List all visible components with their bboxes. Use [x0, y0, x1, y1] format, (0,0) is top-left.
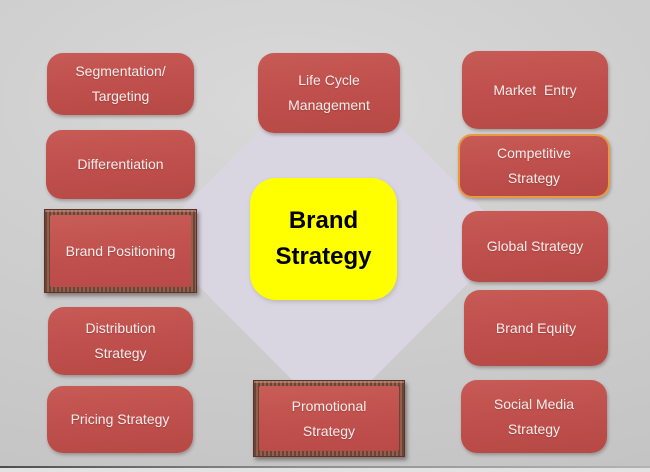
node-market-entry: Market Entry	[462, 51, 608, 129]
node-label: Global Strategy	[486, 238, 584, 254]
node-label: Social Media Strategy	[493, 395, 575, 437]
node-promotional-strategy-frame: Promotional Strategy	[253, 380, 405, 457]
node-label: Life Cycle Management	[288, 72, 370, 113]
node-label: Distribution Strategy	[85, 320, 156, 361]
node-label: Market Entry	[493, 81, 577, 98]
node-pricing-strategy: Pricing Strategy	[47, 386, 193, 453]
node-label: Brand Equity	[495, 319, 577, 336]
node-label: Competitive Strategy	[497, 145, 571, 186]
node-social-media-strategy: Social Media Strategy	[461, 380, 607, 453]
node-competitive-strategy: Competitive Strategy	[458, 134, 610, 198]
node-brand-strategy: Brand Strategy	[250, 178, 397, 300]
node-life-cycle-management: Life Cycle Management	[258, 53, 400, 133]
node-brand-positioning-frame: Brand Positioning	[44, 209, 197, 293]
node-promotional-strategy: Promotional Strategy	[259, 386, 399, 451]
node-label: Segmentation/ Targeting	[75, 63, 166, 104]
node-label: Promotional Strategy	[291, 397, 367, 439]
node-differentiation: Differentiation	[46, 130, 195, 199]
node-label: Differentiation	[77, 156, 164, 172]
slide-footer-strip	[0, 468, 650, 472]
center-node-label: Brand Strategy	[275, 207, 372, 270]
node-label: Pricing Strategy	[70, 411, 170, 427]
node-brand-positioning: Brand Positioning	[50, 215, 191, 287]
node-label: Brand Positioning	[65, 242, 176, 259]
slide-bottom-edge-line	[0, 466, 650, 468]
node-segmentation-targeting: Segmentation/ Targeting	[47, 53, 194, 115]
node-brand-equity: Brand Equity	[464, 290, 608, 366]
node-global-strategy: Global Strategy	[462, 211, 608, 282]
node-distribution-strategy: Distribution Strategy	[48, 307, 193, 375]
